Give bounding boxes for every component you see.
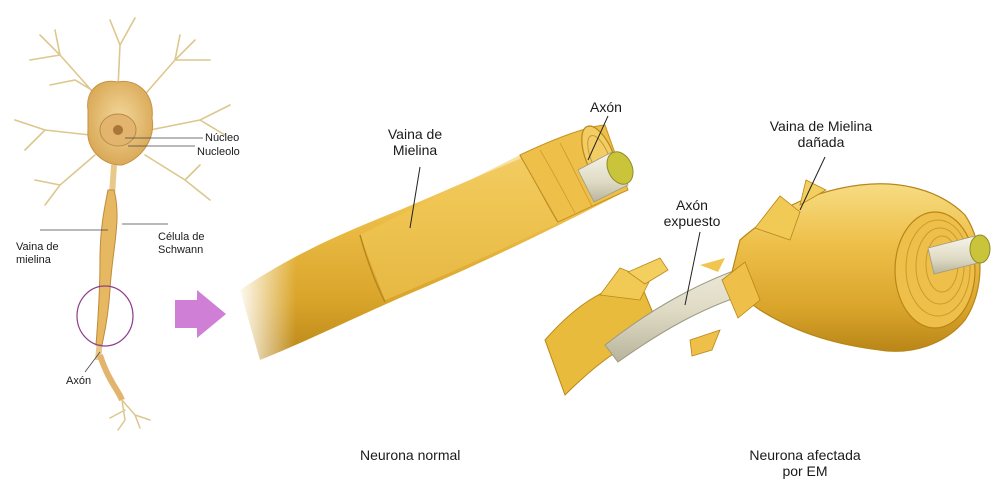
neuron-axon-body bbox=[96, 165, 122, 400]
celula-de-schwann-label: Célula de Schwann bbox=[158, 231, 220, 256]
myelin-sheath-label: Vaina de Mielina bbox=[370, 126, 460, 158]
nucleo-label: Núcleo bbox=[205, 132, 239, 145]
vaina-de-mielina-label: Vaina de mielina bbox=[16, 241, 76, 266]
axon-label-small: Axón bbox=[66, 375, 91, 388]
axon-label: Axón bbox=[590, 99, 622, 115]
ms-neuron-caption: Neurona afectada por EM bbox=[745, 447, 865, 479]
normal-neuron-caption: Neurona normal bbox=[360, 447, 460, 463]
ms-axon-illustration bbox=[545, 180, 990, 395]
damaged-myelin-label: Vaina de Mielina dañada bbox=[746, 118, 896, 150]
axon-terminal-branches bbox=[110, 400, 150, 430]
nucleolus-shape bbox=[113, 125, 123, 135]
nucleolo-label: Nucleolo bbox=[197, 146, 240, 159]
exposed-axon-label: Axón expuesto bbox=[652, 197, 732, 229]
arrow-icon bbox=[175, 290, 226, 338]
